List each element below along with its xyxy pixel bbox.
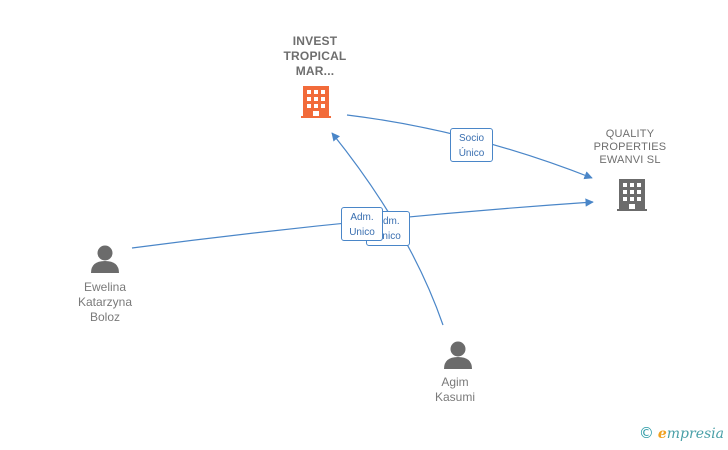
building-icon-invest[interactable] — [301, 86, 331, 118]
brand-logo-e: e — [657, 426, 667, 442]
copyright-icon: © — [638, 424, 654, 442]
building-icon-quality[interactable] — [617, 179, 647, 211]
node-label-quality[interactable]: QUALITY PROPERTIES EWANVI SL — [593, 128, 667, 166]
node-label-invest[interactable]: INVEST TROPICAL MAR... — [283, 34, 347, 78]
edge-label-socio-unico[interactable]: Socio Único — [450, 128, 493, 162]
node-label-agim[interactable]: Agim Kasumi — [434, 375, 475, 404]
edge-label-adm-unico-ewelina[interactable]: Adm. Unico — [341, 207, 383, 241]
brand-name: mpresia — [666, 426, 724, 442]
empresia-brand[interactable]: ©empresia — [639, 424, 724, 442]
person-icon-agim[interactable] — [444, 341, 472, 370]
node-label-ewelina[interactable]: Ewelina Katarzyna Boloz — [77, 280, 133, 324]
person-icon-ewelina[interactable] — [91, 245, 119, 274]
